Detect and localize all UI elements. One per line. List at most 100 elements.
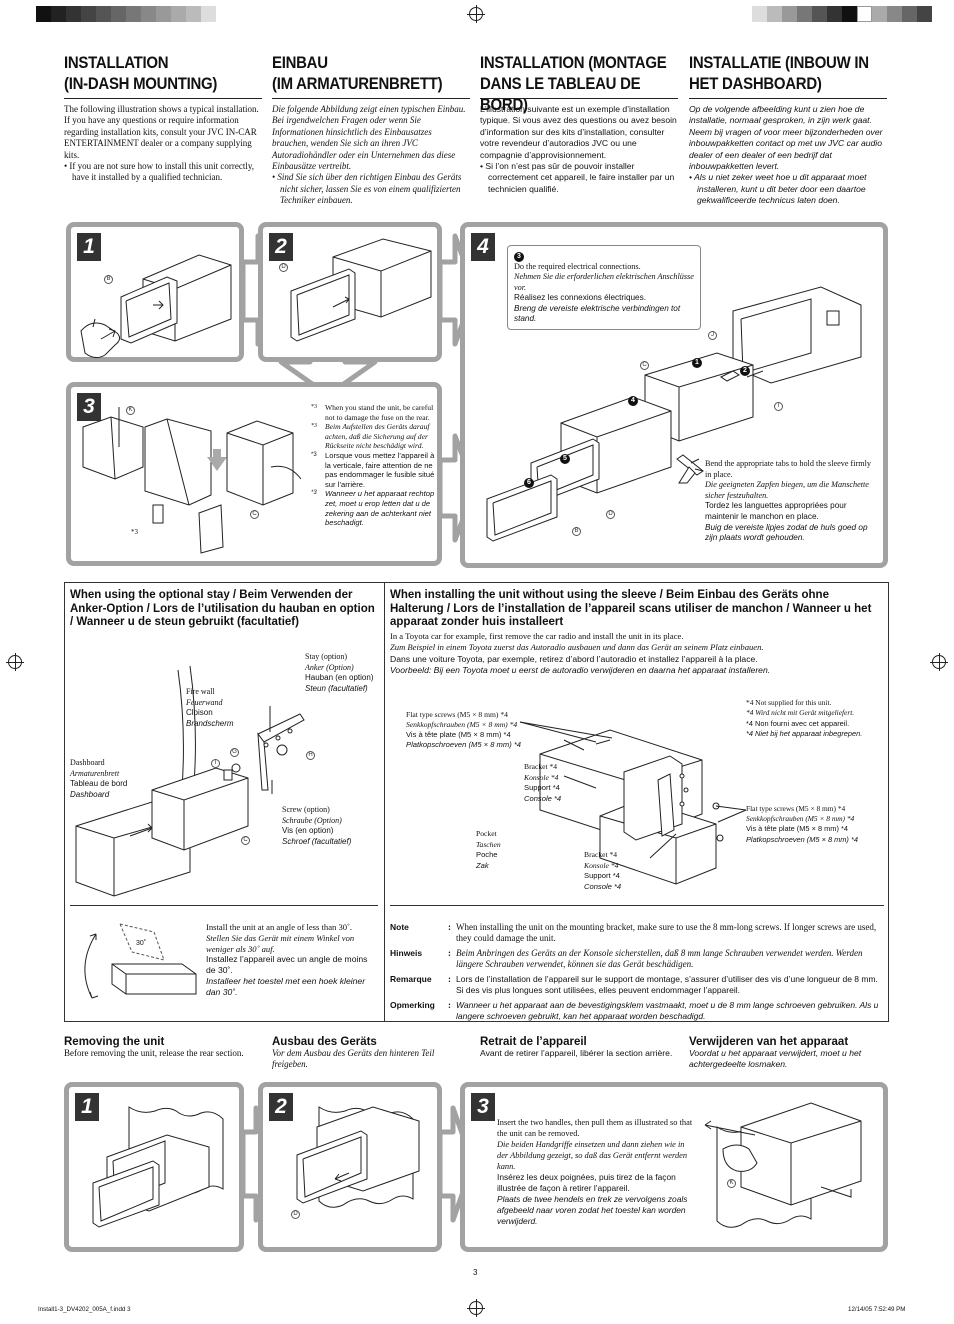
mounting-options-section [64, 582, 889, 1022]
registration-mark-right [930, 653, 948, 671]
sleeve-mounting-illustration [486, 286, 862, 542]
section-divider [384, 582, 385, 1022]
step-4-number-4: 4 [628, 396, 638, 406]
footer-timestamp: 12/14/05 7:52:49 PM [848, 1306, 906, 1313]
angle-note: Install the unit at an angle of less tha… [206, 922, 368, 997]
bracket-illustration [539, 729, 724, 885]
removing-nl: Verwijderen van het apparaat Voordat u h… [689, 1036, 862, 1070]
part-c-label-s3: C [250, 510, 259, 519]
angle-illustration [84, 923, 197, 999]
heading-en: INSTALLATION (IN-DASH MOUNTING) [64, 53, 218, 93]
step-4-number-2: 2 [740, 366, 750, 376]
remove-plate-illustration [296, 1106, 420, 1208]
step-4-number-1: 1 [692, 358, 702, 368]
handles-note: Insert the two handles, then pull them a… [497, 1118, 693, 1226]
intro-nl: Op de volgende afbeelding kunt u zien ho… [689, 104, 883, 206]
remove-step-1-panel: 1 B [64, 1082, 244, 1252]
note-de: Hinweis:Beim Anbringen des Geräts an der… [390, 948, 863, 969]
part-c-label-s4: C [640, 361, 649, 370]
remove-step-3-badge: 3 [471, 1093, 495, 1121]
heading-rule-fr [480, 98, 678, 99]
notes-divider [390, 905, 884, 906]
part-d-label-s4: D [606, 510, 615, 519]
page-number: 3 [473, 1268, 478, 1277]
registration-mark-left [6, 653, 24, 671]
step-2-panel: 2 D [258, 222, 442, 362]
color-bar-left [36, 6, 216, 22]
remove-step-3-panel: 3 Insert the two handles, then pull them… [460, 1082, 888, 1252]
nosleeve-intro: In a Toyota car for example, first remov… [390, 631, 771, 676]
bend-tab-icon [678, 458, 704, 484]
remove-step-2-panel: 2 D [258, 1082, 442, 1252]
part-i-label-stay: I [211, 759, 220, 768]
screw-label: Screw (option)Schraube (Option)Vis (en o… [282, 805, 352, 846]
remove-step-1-badge: 1 [75, 1093, 99, 1121]
step-4-number-5: 5 [560, 454, 570, 464]
trim-plate-removal-illustration [290, 238, 432, 342]
intro-fr: L’illustration suivante est un exemple d… [480, 104, 677, 194]
part-h-label: H [306, 751, 315, 760]
remove-part-k-label: K [727, 1179, 736, 1188]
step-4-badge: 4 [471, 233, 495, 261]
part-c-label-stay: C [241, 836, 250, 845]
note-nl: Opmerking:Wanneer u het apparaat aan de … [390, 1000, 879, 1021]
heading-fr: INSTALLATION (MONTAGE DANS LE TABLEAU DE… [480, 53, 667, 114]
footer-filename: Install1-3_DV4202_005A_f.indd 3 [38, 1306, 131, 1313]
heading-nl: INSTALLATIE (INBOUW IN HET DASHBOARD) [689, 53, 869, 93]
color-bar-right [752, 6, 932, 22]
part-b-label-s4: B [572, 527, 581, 536]
handles-illustration [704, 1102, 862, 1228]
note-fr: Remarque:Lors de l’installation de l’app… [390, 974, 878, 995]
heading-rule-de [272, 98, 470, 99]
remove-part-d-label: D [291, 1210, 300, 1219]
step-1-panel: 1 B [66, 222, 244, 362]
registration-mark-top [467, 5, 485, 23]
bend-tabs-note: Bend the appropriate tabs to hold the sl… [705, 459, 871, 543]
stay-illustration [75, 665, 305, 897]
unit-standing-illustration [82, 407, 302, 554]
part-i-label: I [774, 402, 783, 411]
heading-rule-nl [689, 98, 887, 99]
step-4-panel: 4 3 Do the required electrical connectio… [460, 222, 888, 568]
sleeve-removal-illustration [80, 254, 232, 359]
part-k-label: K [126, 406, 135, 415]
part-b-label: B [104, 275, 113, 284]
part-d-label: D [279, 263, 288, 272]
stay-label: Stay (option)Anker (Option)Hauban (en op… [305, 652, 374, 693]
intro-de: Die folgende Abbildung zeigt einen typis… [272, 104, 466, 206]
not-supplied-note: *4 Not supplied for this unit.*4 Wird ni… [746, 698, 863, 739]
remove-step-2-badge: 2 [269, 1093, 293, 1121]
heading-rule-en [64, 98, 262, 99]
stay-angle-divider [70, 905, 378, 906]
removing-en: Removing the unit Before removing the un… [64, 1036, 244, 1058]
step-1-badge: 1 [77, 233, 101, 261]
stay-heading: When using the optional stay / Beim Verw… [70, 589, 375, 629]
leader-lines [519, 721, 747, 859]
remove-trim-illustration [92, 1106, 224, 1228]
removing-fr: Retrait de l’appareil Avant de retirer l… [480, 1036, 673, 1058]
heading-de: EINBAU (IM ARMATURENBRETT) [272, 53, 443, 93]
step-4-number-6: 6 [524, 478, 534, 488]
registration-mark-bottom [467, 1299, 485, 1317]
part-j-label: J [708, 331, 717, 340]
notes-block: Note:When installing the unit on the mou… [390, 922, 880, 1026]
step-2-badge: 2 [269, 233, 293, 261]
step-4-number-3: 3 [514, 252, 524, 262]
electrical-connections-callout: 3 Do the required electrical connections… [507, 245, 701, 331]
intro-en: The following illustration shows a typic… [64, 104, 259, 183]
note-en: Note:When installing the unit on the mou… [390, 922, 877, 943]
part-g-label: G [230, 748, 239, 757]
removing-de: Ausbau des Geräts Vor dem Ausbau des Ger… [272, 1036, 435, 1070]
step-3-badge: 3 [77, 393, 101, 421]
nosleeve-heading: When installing the unit without using t… [390, 589, 872, 629]
fuse-marker: *3 [131, 528, 138, 536]
